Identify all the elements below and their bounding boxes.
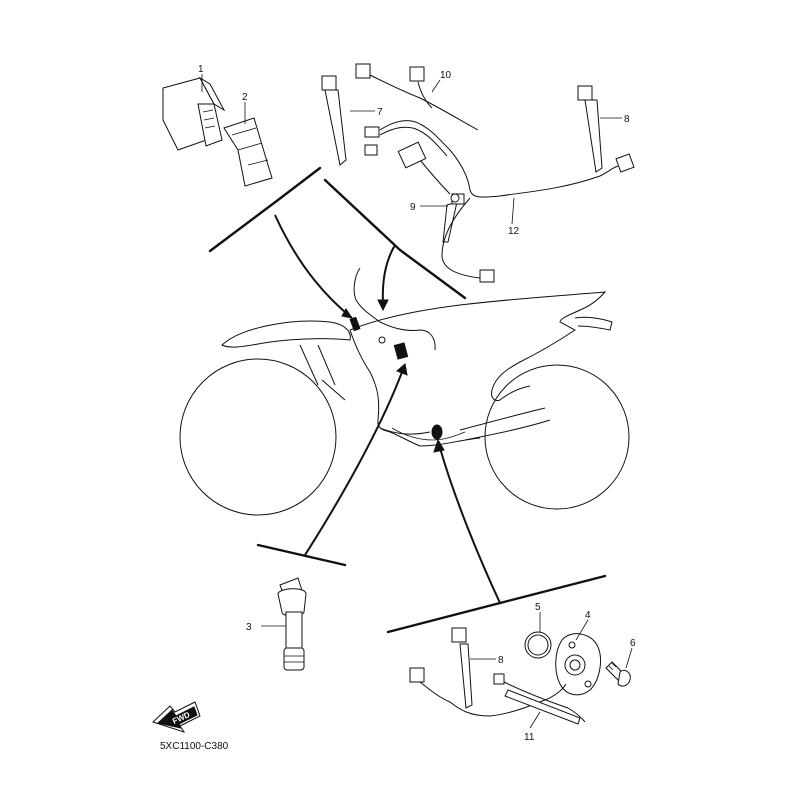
callout-11: 11 xyxy=(524,732,535,743)
fwd-arrow-icon: FWD xyxy=(152,701,201,733)
connector-on-frame xyxy=(378,336,386,344)
arrowhead-harness xyxy=(377,299,389,312)
arrow-to-harness xyxy=(381,244,396,304)
frame-body-outline xyxy=(349,291,607,447)
rear-wheel xyxy=(484,364,630,510)
cdi-bracket xyxy=(223,117,273,187)
callout-9: 9 xyxy=(410,202,416,213)
arrow-to-coil xyxy=(304,371,403,556)
bracket-lower-right xyxy=(386,574,607,634)
callout-labels: 1 2 3 4 5 6 7 8 8 9 10 11 12 xyxy=(198,64,636,743)
front-wheel xyxy=(179,358,337,516)
callout-10: 10 xyxy=(440,70,452,81)
arrow-to-sensor xyxy=(439,447,501,604)
callout-12: 12 xyxy=(508,226,520,237)
harness-12 xyxy=(364,120,635,283)
callout-6: 6 xyxy=(630,638,636,649)
callout-4: 4 xyxy=(585,610,591,621)
on-bike-parts xyxy=(349,267,443,440)
crank-sensor xyxy=(555,633,601,696)
bracket-lower-left xyxy=(256,543,347,567)
motorcycle-outline xyxy=(179,291,630,516)
harness-10 xyxy=(355,63,479,131)
arrowhead-sensor xyxy=(433,438,445,453)
ignition-coil xyxy=(277,577,307,671)
swingarm xyxy=(459,407,551,441)
cdi-on-frame xyxy=(349,316,361,332)
bolt-6 xyxy=(605,661,631,687)
callout-8-bottom: 8 xyxy=(498,655,504,666)
diagram-code: 5XC1100-C380 xyxy=(160,741,229,752)
tie-7 xyxy=(324,89,347,166)
sensor-on-engine xyxy=(431,424,443,440)
leader-lines xyxy=(201,74,633,729)
callout-3: 3 xyxy=(246,622,252,633)
callout-8-top: 8 xyxy=(624,114,630,125)
coil-on-frame xyxy=(393,342,409,360)
harness-on-engine xyxy=(379,427,431,435)
arrow-to-cdi xyxy=(274,214,353,319)
cdi-unit xyxy=(162,76,226,151)
front-fork xyxy=(299,344,346,401)
callout-2: 2 xyxy=(242,92,248,103)
harness-11 xyxy=(409,667,586,725)
rear-fender xyxy=(574,316,613,331)
bracket-top-center xyxy=(323,178,467,300)
callout-1: 1 xyxy=(198,64,204,75)
o-ring xyxy=(524,631,552,659)
front-fender xyxy=(221,320,351,348)
callout-5: 5 xyxy=(535,602,541,613)
tie-8-bottom xyxy=(451,627,473,709)
arrowhead-cdi xyxy=(341,308,354,319)
callout-7: 7 xyxy=(377,107,383,118)
arrowhead-coil xyxy=(396,363,408,376)
harness-on-frame xyxy=(353,267,436,351)
leader-arrows xyxy=(274,214,501,604)
bracket-top-left xyxy=(208,166,322,253)
tie-8-top xyxy=(584,99,603,173)
